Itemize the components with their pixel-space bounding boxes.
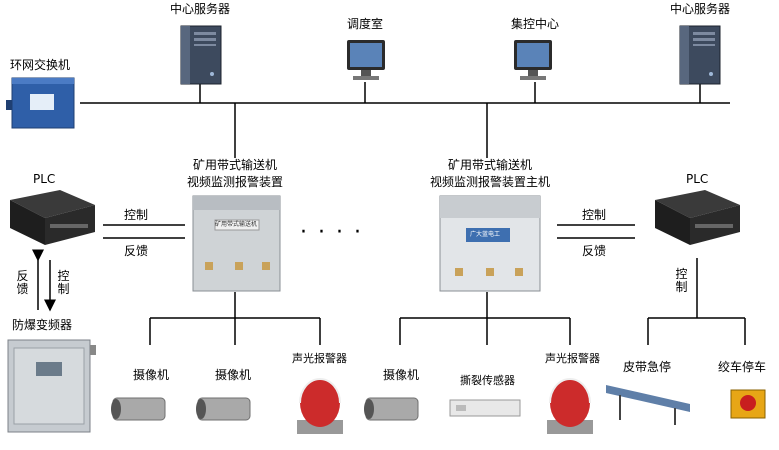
ring-switch-label: 环网交换机 — [10, 58, 71, 72]
winch-stop-icon — [730, 389, 766, 419]
left-unit-title-2: 视频监测报警装置 — [186, 175, 283, 189]
right-plc-control-vert-label: 控制 — [675, 267, 688, 294]
vfd-feedback-vert-label: 反馈 — [16, 269, 29, 296]
monitor-dispatch-icon — [347, 40, 385, 80]
server-right-label: 中心服务器 — [669, 2, 730, 16]
left-unit-title-1: 矿用带式输送机 — [192, 158, 277, 172]
camera-3-label: 摄像机 — [383, 368, 420, 382]
camera-3-icon — [364, 397, 419, 421]
camera-2-label: 摄像机 — [215, 368, 252, 382]
plc-right-label: PLC — [686, 172, 709, 186]
right-device-box-icon — [439, 195, 541, 292]
server-left-label: 中心服务器 — [169, 2, 230, 16]
monitor-control-icon — [514, 40, 552, 80]
server-left-icon — [180, 25, 222, 85]
camera-1-icon — [111, 397, 166, 421]
alarm-right-icon — [547, 378, 593, 434]
right-box-plate: 广大蓝电工 — [470, 231, 501, 238]
left-feedback-label: 反馈 — [124, 244, 149, 258]
right-feedback-label: 反馈 — [582, 244, 607, 258]
left-control-label: 控制 — [124, 208, 149, 222]
vfd-control-vert-label: 控制 — [57, 269, 70, 296]
belt-stop-label: 皮带急停 — [623, 360, 672, 374]
camera-2-icon — [196, 397, 251, 421]
alarm-right-label: 声光报警器 — [545, 352, 600, 365]
winch-stop-label: 绞车停车 — [718, 360, 767, 374]
server-right-icon — [679, 25, 721, 85]
left-box-plate: 矿用带式输送机 — [215, 221, 258, 228]
alarm-left-icon — [297, 378, 343, 434]
plc-right-icon — [655, 190, 740, 245]
vfd-label: 防爆变频器 — [12, 318, 73, 332]
control-center-label: 集控中心 — [510, 17, 559, 31]
camera-1-label: 摄像机 — [133, 368, 170, 382]
alarm-left-label: 声光报警器 — [292, 352, 347, 365]
left-device-box-icon — [192, 195, 281, 292]
belt-stop-icon — [606, 385, 690, 425]
dispatch-room-label: 调度室 — [346, 17, 383, 31]
tear-sensor-label: 撕裂传感器 — [460, 374, 515, 387]
right-unit-title-2: 视频监测报警装置主机 — [429, 175, 550, 189]
right-control-label: 控制 — [582, 208, 607, 222]
ellipsis-dots: · · · · — [300, 220, 363, 245]
ring-switch-icon — [6, 77, 75, 129]
plc-left-icon — [10, 190, 95, 245]
tear-sensor-icon — [449, 399, 521, 417]
plc-left-label: PLC — [33, 172, 56, 186]
right-unit-title-1: 矿用带式输送机 — [447, 158, 532, 172]
vfd-cabinet-icon — [7, 339, 96, 433]
